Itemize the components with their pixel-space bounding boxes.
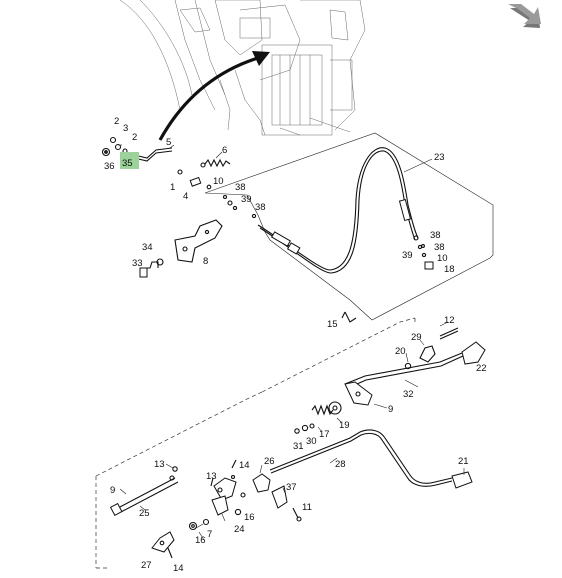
callout-31: 31 [293,441,304,452]
callout-16b: 16 [195,535,206,546]
callout-9a: 9 [388,404,393,415]
callout-38d: 38 [434,242,445,253]
callout-18: 18 [444,264,455,275]
callout-17: 17 [319,429,330,440]
clip-part [341,311,357,323]
callout-11: 11 [302,502,312,513]
callout-30: 30 [306,436,317,447]
highlight-35 [120,152,139,169]
callout-28: 28 [335,459,346,470]
callout-21: 21 [458,456,469,467]
callout-35[interactable]: 35 [122,158,133,169]
callout-32: 32 [403,389,414,400]
callout-37: 37 [286,482,297,493]
assembly-boundary [95,317,416,569]
callout-12: 12 [444,315,455,326]
lower-shaft [109,459,302,559]
callout-15: 15 [327,319,338,330]
callout-38b: 38 [255,202,266,213]
upper-linkage [101,136,257,278]
callout-34: 34 [142,242,153,253]
control-cable [257,147,434,274]
cable-panel [204,132,494,321]
callout-24: 24 [234,524,245,535]
arrow-down-right-icon[interactable] [508,4,541,28]
callout-10a: 10 [213,176,224,187]
callout-38c: 38 [430,230,441,241]
callout-labels: 2 3 2 36 35 5 6 1 4 10 38 39 38 34 33 8 … [104,116,487,574]
callout-6: 6 [222,145,227,156]
fasteners [172,466,178,472]
leader-lines [118,144,465,541]
callout-1: 1 [170,182,175,193]
callout-26: 26 [264,456,275,467]
callout-4: 4 [183,191,188,202]
lever-assembly [294,327,486,434]
callout-14b: 14 [173,563,184,573]
callout-29: 29 [411,332,422,343]
callout-39b: 39 [402,250,413,261]
callout-39a: 39 [241,194,252,205]
callout-10b: 10 [437,253,448,264]
location-arrow [158,51,270,141]
callout-3: 3 [123,123,128,134]
callout-33: 33 [132,258,143,269]
tractor-outline [119,0,366,136]
callout-8: 8 [203,256,208,267]
shift-rod [269,429,473,489]
callout-23: 23 [434,152,445,163]
callout-19: 19 [339,420,350,431]
callout-14a: 14 [239,460,250,471]
callout-7: 7 [207,529,212,540]
callout-2a: 2 [114,116,119,127]
callout-13a: 13 [154,459,165,470]
callout-5: 5 [166,137,171,148]
callout-2b: 2 [132,132,137,143]
callout-13b: 13 [206,471,217,482]
callout-16a: 16 [244,512,255,523]
callout-9b: 9 [110,485,115,496]
callout-27: 27 [141,560,152,571]
callout-36: 36 [104,161,115,172]
callout-22: 22 [476,363,487,374]
callout-20: 20 [395,346,406,357]
callout-38a: 38 [235,182,246,193]
callout-25: 25 [139,508,150,519]
